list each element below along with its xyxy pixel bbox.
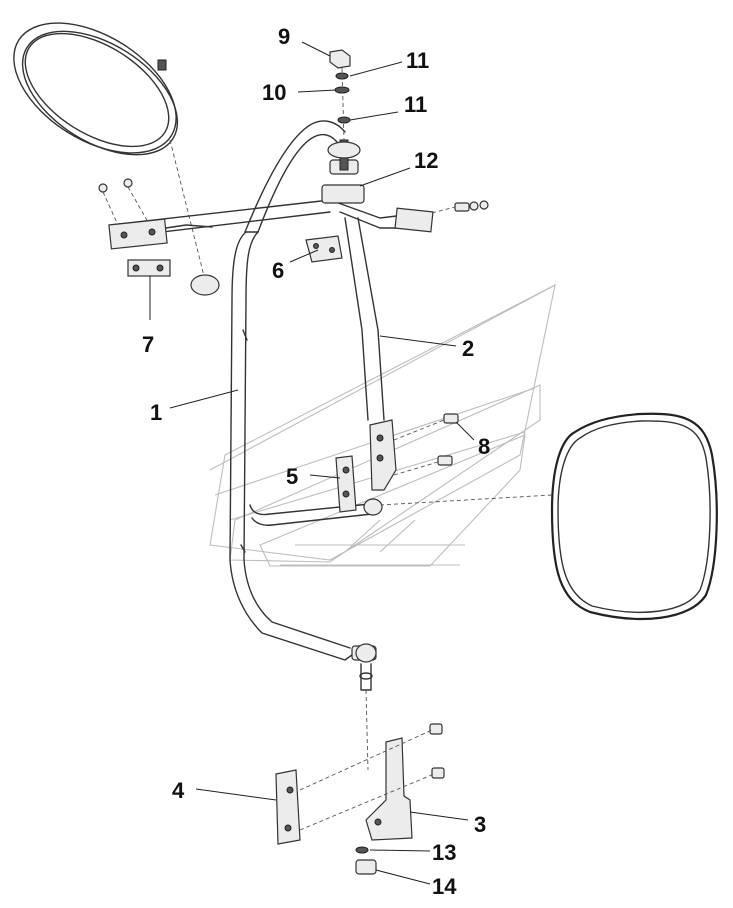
callout-12: 12 — [414, 148, 438, 173]
rectangular-mirror — [379, 412, 718, 621]
main-mirror-frame-tube — [229, 231, 383, 771]
callout-11-lower: 11 — [404, 92, 427, 117]
callout-1: 1 — [150, 400, 162, 425]
callouts: 9 11 10 11 12 6 7 1 2 5 8 4 3 13 14 — [142, 24, 490, 899]
callout-9: 9 — [278, 24, 290, 49]
callout-6: 6 — [272, 258, 284, 283]
callout-5: 5 — [286, 464, 298, 489]
upper-support-arm — [108, 120, 434, 421]
mounting-plate-7 — [98, 178, 171, 277]
callout-13: 13 — [432, 840, 456, 865]
leader-lines — [149, 41, 475, 885]
callout-14: 14 — [432, 874, 457, 899]
round-mirror — [13, 22, 206, 281]
callout-8: 8 — [478, 434, 490, 459]
callout-11-upper: 11 — [406, 48, 429, 73]
callout-3: 3 — [474, 812, 486, 837]
callout-7: 7 — [142, 332, 154, 357]
top-hardware — [329, 49, 351, 141]
lower-bracket — [335, 413, 459, 513]
mounting-plate-6 — [305, 235, 343, 263]
mounting-bracket-lower — [275, 723, 445, 875]
callout-4: 4 — [172, 778, 185, 803]
callout-2: 2 — [462, 336, 474, 361]
callout-10: 10 — [262, 80, 286, 105]
crossbar-bolts — [431, 200, 489, 214]
